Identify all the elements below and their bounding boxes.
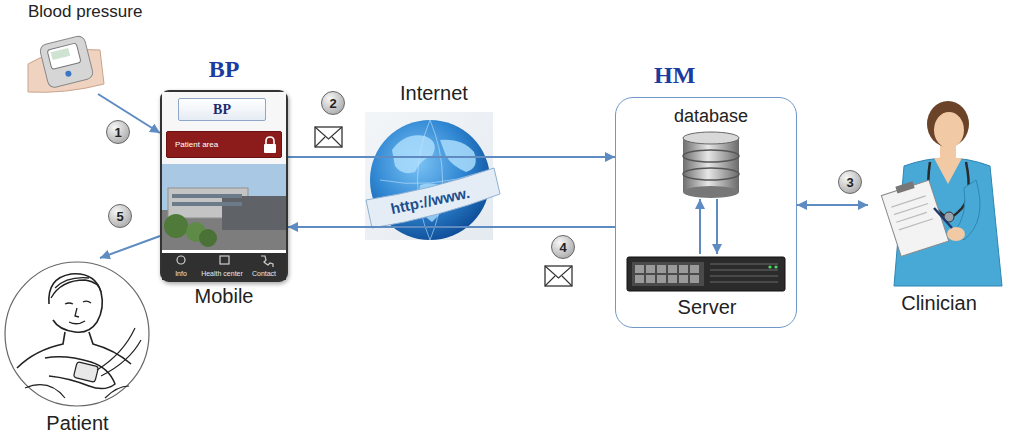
clinician: Clinician bbox=[868, 100, 1010, 318]
url-label: http://www. bbox=[389, 184, 471, 217]
button-text: Patient area bbox=[175, 140, 218, 149]
node-heading: Blood pressure bbox=[28, 2, 142, 22]
connector-arrow bbox=[716, 199, 718, 254]
node-heading: BP bbox=[209, 56, 240, 83]
app-title-button: BP bbox=[178, 98, 266, 121]
callout-number: 4 bbox=[551, 235, 575, 259]
hm-server-box: HMdatabaseServer bbox=[615, 97, 797, 328]
connector-arrow bbox=[100, 236, 160, 258]
connector-arrow bbox=[288, 226, 615, 228]
node-label: Patient bbox=[46, 412, 108, 435]
globe-ribbon bbox=[366, 168, 500, 228]
tab-label: Health center bbox=[201, 270, 243, 277]
node-label: Clinician bbox=[901, 292, 977, 315]
connector-arrow bbox=[797, 204, 868, 206]
tab-label: Contact bbox=[252, 270, 276, 277]
callout-number: 3 bbox=[838, 170, 862, 194]
server: Server bbox=[626, 254, 788, 322]
patient-sketch bbox=[5, 258, 150, 436]
connector-arrow bbox=[288, 156, 615, 158]
patient: Patient bbox=[5, 258, 150, 436]
node-label: Server bbox=[678, 296, 737, 319]
clinician-picture bbox=[868, 100, 1010, 318]
bp-cuff: Blood pressure bbox=[26, 2, 158, 94]
patient-area-button: Patient area bbox=[166, 131, 282, 158]
connector-arrow bbox=[699, 199, 701, 254]
envelope-icon bbox=[545, 266, 572, 286]
button-text: BP bbox=[213, 102, 231, 118]
mobile-phone: BPMobileBPPatient area bbox=[160, 90, 288, 282]
envelope-icon bbox=[315, 127, 342, 147]
cloud-label: Internet bbox=[400, 82, 468, 105]
node-label: Mobile bbox=[195, 285, 254, 308]
database: database bbox=[656, 106, 766, 199]
tab-label: Info bbox=[175, 270, 187, 277]
callout-number: 2 bbox=[321, 91, 345, 115]
callout-number: 5 bbox=[108, 204, 132, 228]
node-heading: HM bbox=[654, 62, 695, 89]
callout-number: 1 bbox=[106, 120, 130, 144]
node-label: database bbox=[674, 106, 748, 127]
